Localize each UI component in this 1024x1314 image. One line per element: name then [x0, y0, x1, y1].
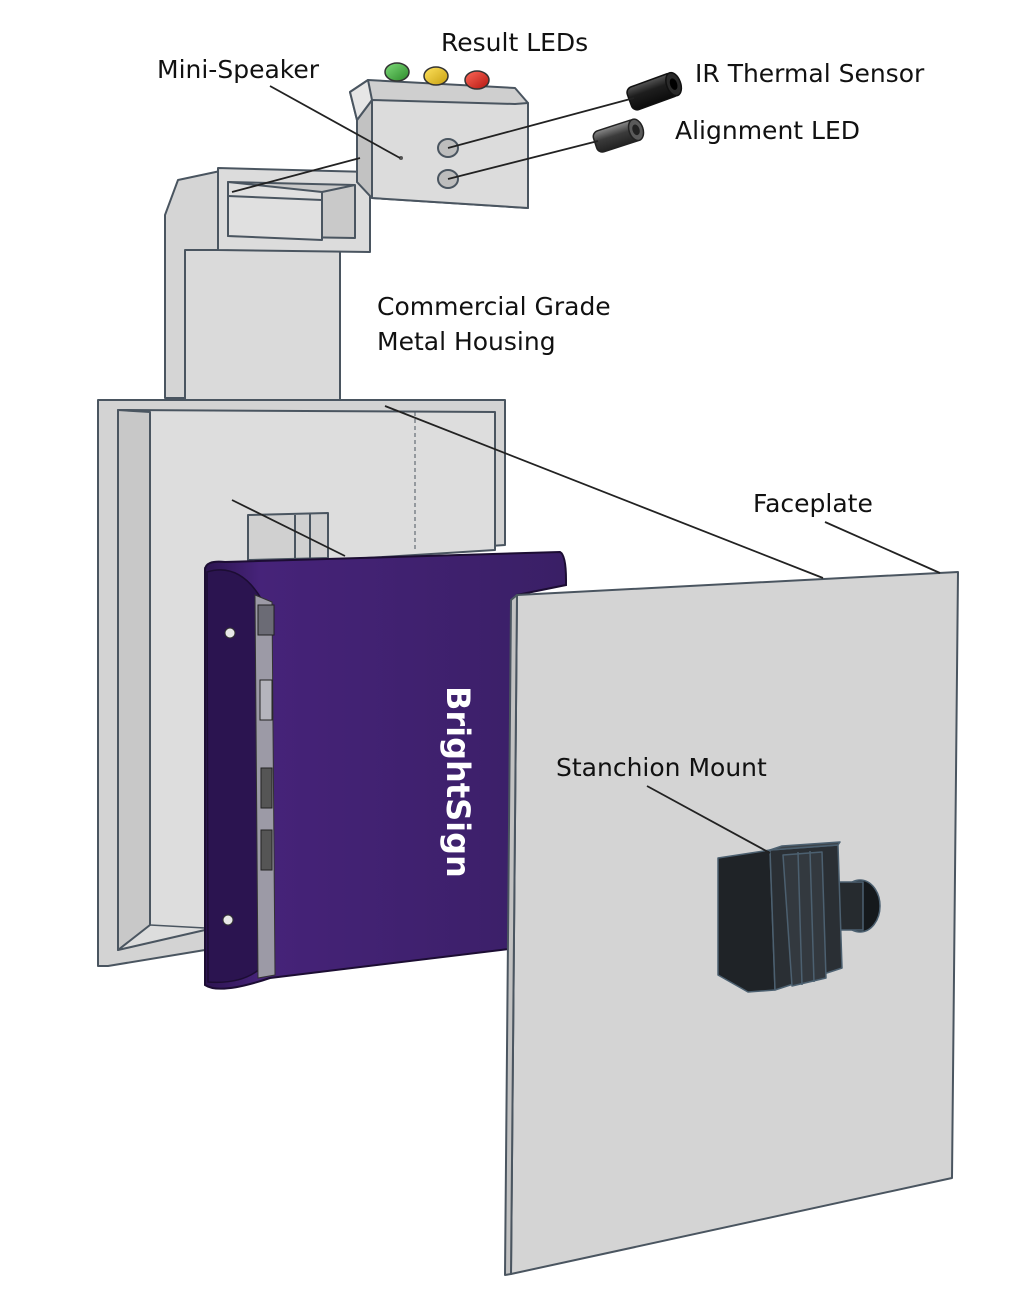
label-stanchion-mount: Stanchion Mount — [556, 753, 767, 782]
column-housing — [164, 167, 371, 401]
label-housing-line1: Commercial Grade — [377, 292, 611, 321]
leader-mini-speaker — [269, 85, 401, 159]
label-result-leds: Result LEDs — [441, 28, 589, 57]
label-housing-line2: Metal Housing — [377, 327, 556, 356]
leader-housing — [384, 405, 824, 579]
label-alignment-led: Alignment LED — [675, 116, 861, 145]
leader-alignment-led — [447, 140, 599, 180]
leader-housing-inner — [231, 499, 346, 557]
result-leds — [384, 62, 490, 90]
led-green-icon — [384, 62, 410, 82]
label-mini-speaker: Mini-Speaker — [157, 55, 320, 84]
stanchion-mount — [717, 841, 881, 993]
label-faceplate: Faceplate — [753, 489, 873, 518]
label-ir-thermal-sensor: IR Thermal Sensor — [695, 59, 925, 88]
leader-ir-sensor — [447, 97, 635, 149]
led-red-icon — [464, 70, 490, 90]
ir-sensor-icon — [626, 71, 683, 111]
brightsign-player — [204, 550, 567, 990]
leader-head-to-column — [231, 157, 361, 193]
leader-stanchion — [646, 785, 771, 854]
alignment-led-icon — [592, 118, 645, 153]
led-yellow-icon — [423, 66, 449, 86]
leader-faceplate — [824, 521, 941, 574]
sensor-head-plate — [349, 79, 529, 209]
brightsign-logo: BrightSign — [439, 686, 477, 878]
leader-lines — [231, 85, 941, 854]
